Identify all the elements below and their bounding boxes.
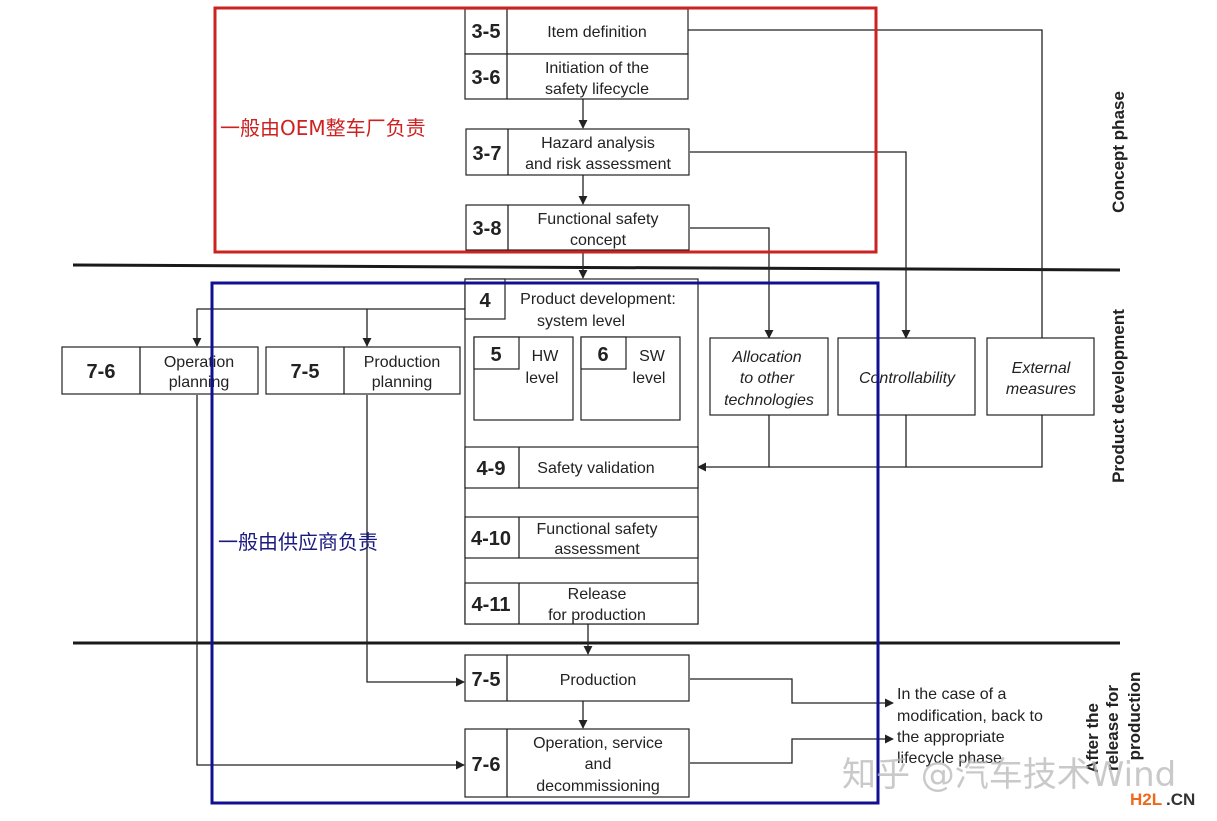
box-label: Production	[560, 672, 637, 689]
logo-part2: .CN	[1166, 790, 1195, 809]
modification-note: In the case of a modification, back to t…	[897, 686, 1043, 767]
phase-label-line: production	[1125, 672, 1144, 761]
box-label: External	[1012, 360, 1071, 377]
box-id: 3-8	[473, 218, 502, 240]
phase-divider-concept	[72, 263, 1121, 272]
box-label: measures	[1006, 381, 1076, 398]
concept-box-3-6: 3-6 Initiation of the safety lifecycle	[464, 53, 689, 100]
box-label: to other	[740, 370, 795, 387]
connector-4-to-operation-planning	[192, 308, 465, 347]
box-id: 3-6	[472, 67, 501, 89]
h2l-logo: H2L .CN	[1130, 790, 1195, 809]
note-line: lifecycle phase	[897, 750, 1002, 767]
phase-label-concept: Concept phase	[1109, 91, 1128, 213]
box-label: for production	[548, 607, 646, 624]
planning-box-7-5: 7-5 Production planning	[265, 346, 461, 395]
box-label: Product development:	[520, 291, 676, 308]
box-id: 3-7	[473, 143, 502, 165]
box-label: level	[526, 370, 559, 387]
note-line: the appropriate	[897, 729, 1005, 746]
phase-label-product-development: Product development	[1109, 309, 1128, 483]
box-label: Operation, service	[533, 735, 663, 752]
sw-level-box-6: 6 SW level	[580, 336, 681, 421]
concept-box-3-7: 3-7 Hazard analysis and risk assessment	[465, 128, 690, 176]
connector-production-to-modification	[690, 678, 894, 708]
concept-box-3-8: 3-8 Functional safety concept	[465, 204, 690, 251]
supplier-responsibility-frame	[210, 281, 880, 805]
connector-production-planning-to-production	[366, 395, 465, 687]
box-id: 4	[479, 290, 491, 312]
connector-fsc-to-allocation	[690, 227, 774, 339]
box-label: concept	[570, 232, 627, 249]
measure-box-external: External measures	[986, 337, 1095, 416]
connector-allocation-to-validation	[697, 415, 770, 472]
phase-label-line: release for	[1103, 685, 1122, 771]
box-id: 4-11	[472, 594, 511, 616]
box-id: 5	[490, 344, 501, 366]
connector-controllability-to-validation	[769, 415, 907, 468]
box-label: planning	[372, 374, 433, 391]
box-label: Hazard analysis	[541, 135, 655, 152]
box-label: Functional safety	[537, 521, 658, 538]
watermark: 知乎 @汽车技术Wind	[842, 755, 1176, 795]
box-label: SW	[639, 348, 666, 365]
measure-box-controllability: Controllability	[837, 337, 976, 416]
box-label: Item definition	[547, 24, 647, 41]
box-label: Allocation	[731, 349, 801, 366]
box-id: 4-9	[477, 458, 506, 480]
box-label: Operation	[164, 354, 234, 371]
planning-box-7-6: 7-6 Operation planning	[61, 346, 259, 395]
box-label: Controllability	[859, 370, 956, 387]
measure-box-allocation: Allocation to other technologies	[709, 337, 829, 416]
box-label: HW	[532, 348, 560, 365]
box-label: Release	[568, 586, 627, 603]
connector-operation-to-modification	[690, 734, 894, 764]
box-label: assessment	[554, 541, 640, 558]
box-id: 6	[597, 344, 608, 366]
step-box-4-10: 4-10 Functional safety assessment	[464, 516, 699, 559]
box-id: 4-10	[471, 528, 511, 550]
hw-level-box-5: 5 HW level	[473, 336, 574, 421]
operation-box-7-6: 7-6 Operation, service and decommissioni…	[464, 728, 690, 798]
box-label: and	[585, 756, 612, 773]
box-label: Safety validation	[537, 460, 654, 477]
box-label: and risk assessment	[525, 156, 671, 173]
box-id: 7-6	[87, 361, 116, 383]
phase-label-after-release: After the release for production	[1083, 672, 1144, 773]
box-label: Initiation of the	[545, 60, 649, 77]
production-box-7-5: 7-5 Production	[464, 654, 690, 702]
logo-part1: H2L	[1130, 790, 1162, 809]
note-line: modification, back to	[897, 708, 1043, 725]
box-label: technologies	[724, 392, 814, 409]
box-label: Production	[364, 354, 441, 371]
box-label: system level	[537, 313, 625, 330]
box-id: 3-5	[472, 21, 501, 43]
box-label: planning	[169, 374, 230, 391]
connector-operation-planning-to-operation	[196, 395, 465, 770]
note-line: In the case of a	[897, 686, 1007, 703]
step-box-4-9: 4-9 Safety validation	[464, 446, 699, 489]
connector-item-to-external	[688, 29, 1043, 338]
phase-label-line: After the	[1083, 703, 1102, 773]
concept-box-3-5: 3-5 Item definition	[464, 8, 689, 55]
connector-external-to-validation	[906, 415, 1043, 468]
box-label: decommissioning	[536, 778, 660, 795]
oem-annotation: 一般由OEM整车厂负责	[220, 116, 426, 140]
step-box-4-11: 4-11 Release for production	[464, 582, 699, 625]
box-label: Functional safety	[538, 211, 659, 228]
oem-responsibility-frame	[213, 6, 878, 254]
box-id: 7-5	[472, 669, 501, 691]
box-label: safety lifecycle	[545, 81, 649, 98]
box-label: level	[633, 370, 666, 387]
box-id: 7-6	[472, 754, 501, 776]
supplier-annotation: 一般由供应商负责	[218, 530, 378, 554]
box-id: 7-5	[291, 361, 320, 383]
connector-hazard-to-controllability	[690, 151, 911, 339]
